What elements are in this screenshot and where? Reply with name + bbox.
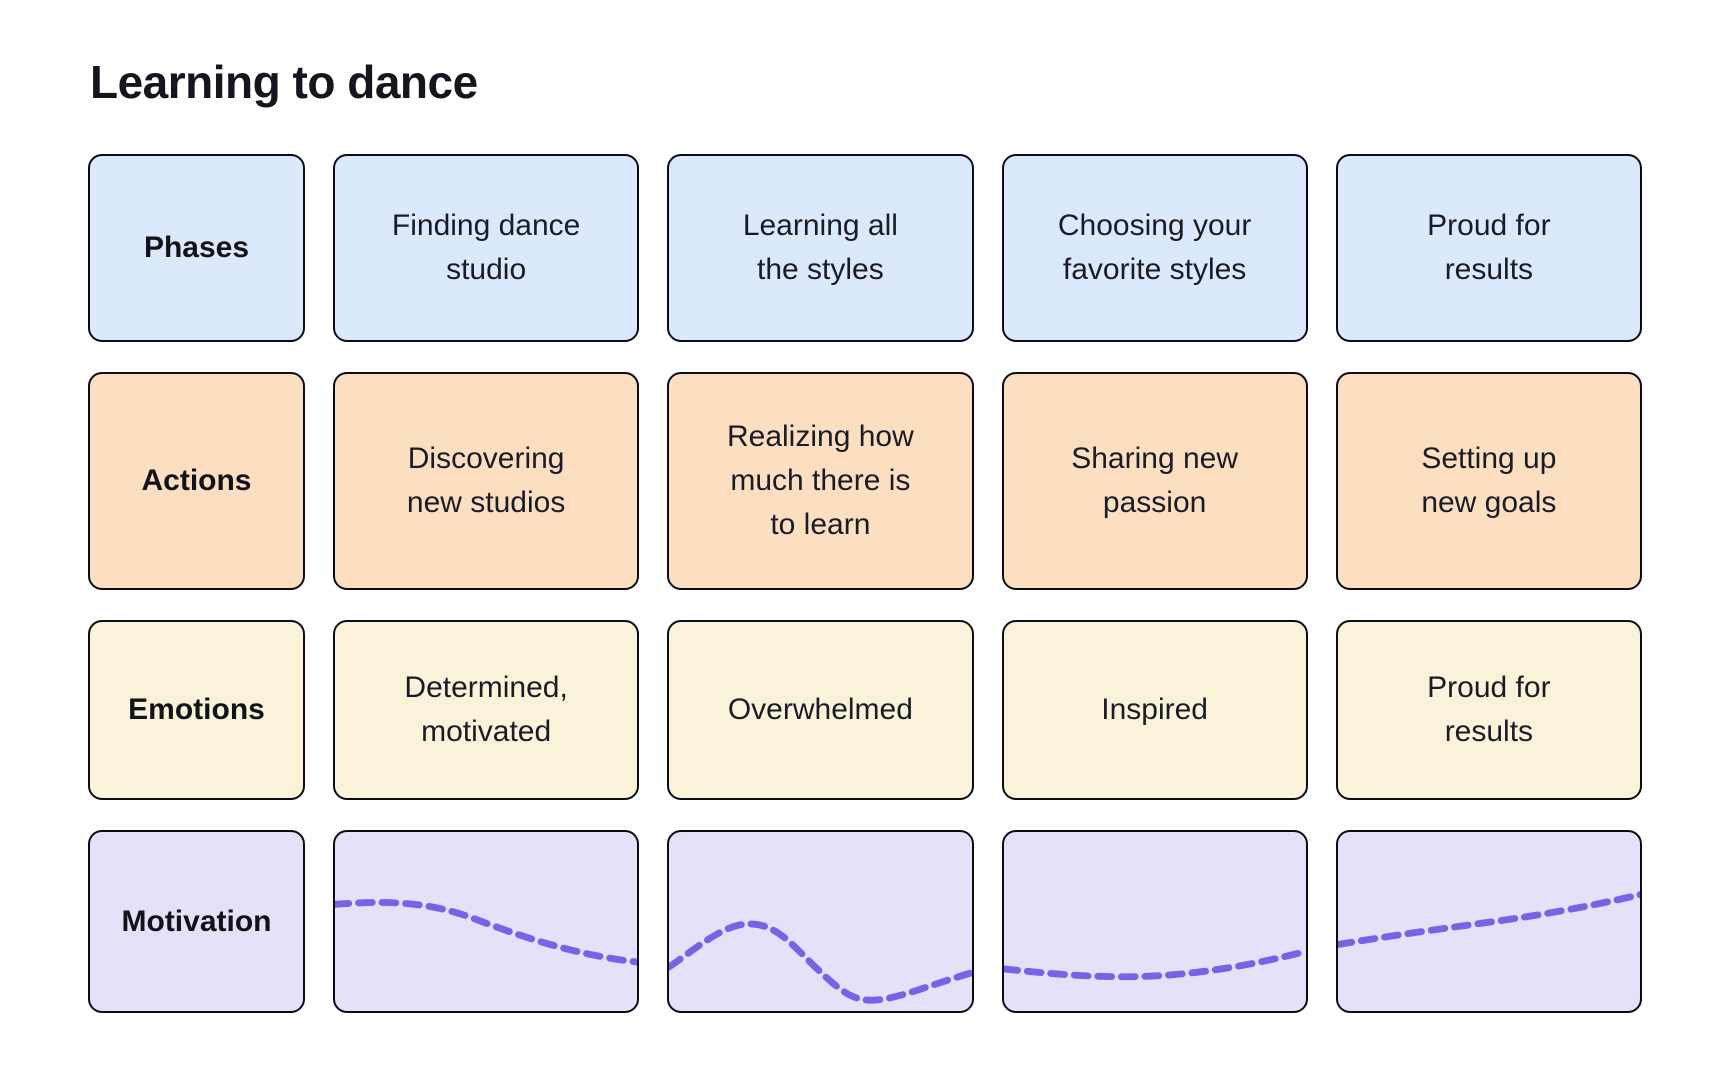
emotions-cell-2: Overwhelmed <box>667 620 974 800</box>
actions-row-label: Actions <box>88 372 305 590</box>
actions-cell-1: Discovering new studios <box>333 372 640 590</box>
phases-cell-3: Choosing your favorite styles <box>1001 154 1308 342</box>
motivation-curve-path-2 <box>669 920 972 1004</box>
motivation-curve-svg-1 <box>335 899 638 966</box>
phases-row-label: Phases <box>88 154 305 342</box>
phases-cell-1: Finding dance studio <box>333 154 640 342</box>
motivation-chart-cell-1 <box>333 830 640 1013</box>
motivation-curve-svg-2 <box>669 920 972 1004</box>
motivation-curve-path-3 <box>1003 947 1306 981</box>
motivation-curve-svg-3 <box>1003 947 1306 981</box>
motivation-row-label: Motivation <box>88 830 305 1013</box>
actions-cell-4: Setting up new goals <box>1335 372 1642 590</box>
motivation-curve-svg-4 <box>1337 891 1640 948</box>
motivation-chart-cell-4 <box>1335 830 1642 1013</box>
motivation-chart-cell-3 <box>1001 830 1308 1013</box>
phases-cell-4: Proud for results <box>1335 154 1642 342</box>
emotions-cell-4: Proud for results <box>1335 620 1642 800</box>
phases-cell-2: Learning all the styles <box>667 154 974 342</box>
motivation-curve-path-1 <box>335 899 638 966</box>
page-title: Learning to dance <box>90 56 478 108</box>
journey-grid: Phases Finding dance studio Learning all… <box>88 154 1642 1013</box>
emotions-row-label: Emotions <box>88 620 305 800</box>
actions-cell-3: Sharing new passion <box>1001 372 1308 590</box>
motivation-curve-path-4 <box>1337 891 1640 948</box>
actions-cell-2: Realizing how much there is to learn <box>667 372 974 590</box>
emotions-cell-3: Inspired <box>1001 620 1308 800</box>
motivation-chart-cell-2 <box>667 830 974 1013</box>
emotions-cell-1: Determined, motivated <box>333 620 640 800</box>
